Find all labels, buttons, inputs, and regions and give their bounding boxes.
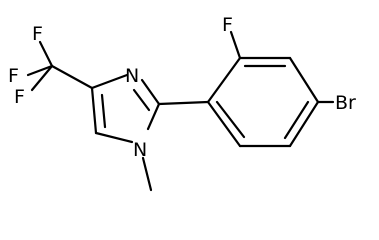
chemical-structure: N N Br F F F F [8, 14, 356, 192]
bond-ar4-ar5 [288, 100, 320, 148]
bonds [26, 30, 335, 192]
atom-bromine: Br [335, 92, 356, 114]
bond-c4-n3 [90, 73, 129, 90]
bond-ar4-ar5-double [283, 100, 310, 140]
bond-c5-c4-double [100, 93, 107, 129]
bond-ar1-ar2 [206, 56, 242, 104]
bond-cf3-f-left [26, 64, 54, 77]
bond-ar2-f [229, 30, 242, 60]
bond-n3-c2-double [132, 88, 151, 112]
atom-n-methyl: N [133, 139, 147, 161]
bond-ar6-ar1-double [215, 100, 246, 139]
bond-cf3-f-top [38, 40, 54, 68]
atom-fluorine-cf3-bottom: F [14, 86, 25, 108]
bond-ar6-ar1 [206, 100, 242, 148]
bond-c5-c4 [90, 86, 98, 135]
atom-fluorine-cf3-left: F [8, 65, 19, 87]
bond-n1-methyl [141, 156, 153, 192]
atom-fluorine-aryl: F [222, 14, 233, 36]
bond-c4-cf3 [50, 64, 94, 90]
atom-n-imine: N [125, 65, 139, 87]
bond-ar3-ar4 [288, 56, 320, 104]
atom-labels: N N Br F F F F [8, 14, 356, 161]
bond-c2-n1 [146, 102, 161, 131]
bond-n1-c5 [94, 131, 134, 144]
bond-cf3-f-bottom [30, 64, 54, 92]
bond-n3-c2 [140, 78, 161, 106]
atom-fluorine-cf3-top: F [32, 23, 43, 45]
bond-c2-aryl [157, 100, 210, 106]
